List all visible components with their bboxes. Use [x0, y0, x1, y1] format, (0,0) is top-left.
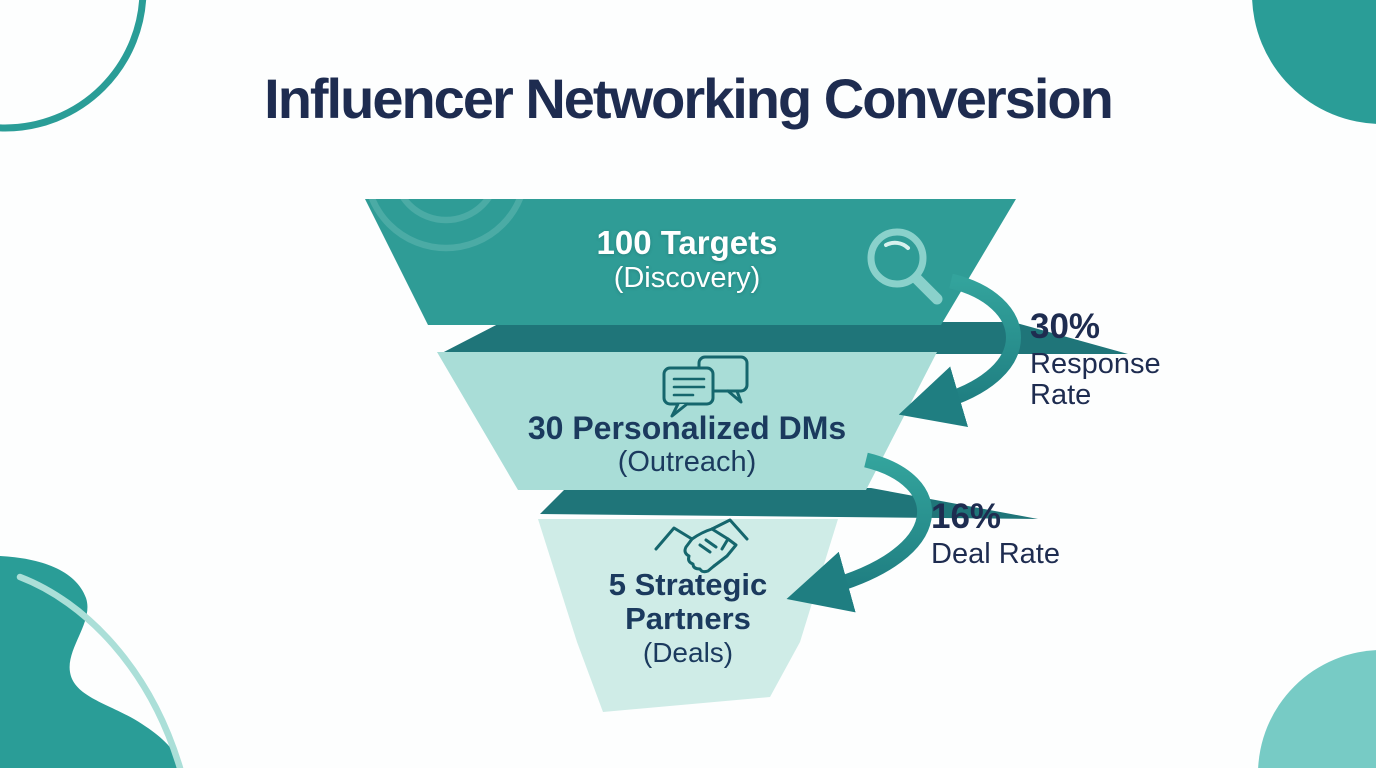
corner-curve-bottom-left — [16, 573, 184, 768]
stage-2-sublabel: (Outreach) — [617, 446, 757, 478]
stage-1-label: 100 Targets — [596, 224, 778, 261]
stage-3-sublabel: (Deals) — [642, 637, 734, 668]
transition-2-deal-rate: 16% Deal Rate — [931, 498, 1101, 570]
page-title: Influencer Networking Conversion — [264, 67, 1114, 130]
corner-circle-outline-top-left — [0, 0, 147, 132]
arrow-deal-rate — [786, 452, 933, 613]
response-rate-value: 30% — [1030, 307, 1101, 346]
deal-rate-value: 16% — [931, 497, 1002, 536]
handshake-icon — [654, 518, 749, 574]
magnifier-icon — [867, 228, 943, 305]
deal-rate-label: Deal Rate — [931, 538, 1060, 570]
chat-bubbles-icon — [662, 355, 749, 418]
arrow-response-rate — [898, 273, 1021, 427]
transition-1-response-rate: 30% Response Rate — [1030, 308, 1188, 411]
corner-blob-top-right — [1252, 0, 1376, 124]
corner-blob-bottom-left — [0, 556, 182, 768]
stage-1-sublabel: (Discovery) — [613, 262, 761, 294]
response-rate-label: Response Rate — [1030, 348, 1161, 411]
stage-2-label: 30 Personalized DMs — [527, 410, 847, 446]
funnel-fold-1 — [440, 322, 1128, 354]
funnel-stage-3-partners — [538, 519, 838, 712]
concentric-arcs-decoration — [365, 199, 530, 252]
stage-3-label: 5 Strategic Partners — [608, 567, 768, 636]
funnel-stage-2-dms — [437, 352, 937, 490]
funnel-stage-1-targets — [365, 199, 1016, 325]
corner-blob-bottom-right — [1258, 650, 1376, 768]
funnel-fold-2 — [540, 488, 1038, 519]
